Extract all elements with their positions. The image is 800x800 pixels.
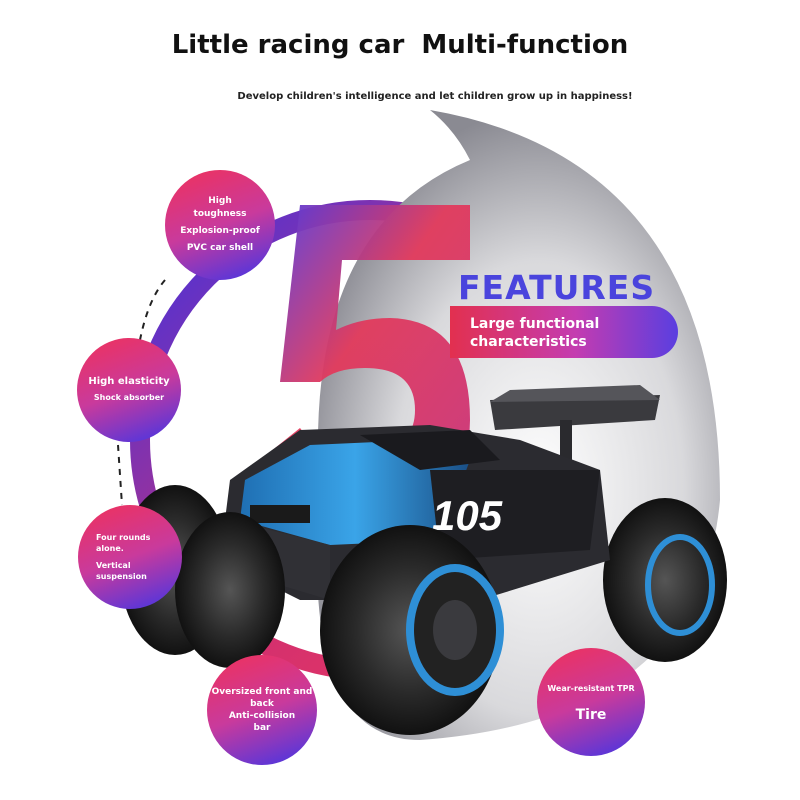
bubble-tire: Wear-resistant TPR Tire: [537, 648, 645, 756]
suspension-line1: Four rounds: [96, 533, 151, 542]
elasticity-line1: High elasticity: [88, 376, 170, 387]
banner-line1: Large functional: [470, 316, 600, 332]
front-left-tire: [175, 512, 285, 668]
suspension-line3: Vertical: [96, 561, 131, 570]
car-spoiler: [490, 385, 660, 460]
page-title: Little racing car Multi-function: [0, 30, 800, 60]
elasticity-line2: Shock absorber: [93, 393, 165, 402]
features-banner-text: Large functional characteristics: [470, 315, 599, 351]
features-banner: [450, 306, 678, 358]
bumper-line1: Oversized front and: [211, 687, 313, 697]
bubble-elasticity: High elasticity Shock absorber: [77, 338, 181, 442]
shell-line2: toughness: [193, 209, 247, 219]
car-body: [220, 425, 610, 600]
bubble-shell: High toughness Explosion-proof PVC car s…: [165, 170, 275, 280]
bumper-line2: back: [250, 699, 274, 709]
tire-line1: Wear-resistant TPR: [547, 684, 635, 693]
dashed-line-top: [139, 279, 166, 341]
suspension-line2: alone.: [96, 544, 124, 553]
bubble-suspension: Four rounds alone. Vertical suspension: [78, 505, 182, 609]
bumper-line4: bar: [253, 723, 271, 733]
banner-line2: characteristics: [470, 334, 587, 350]
page-subtitle: Develop children's intelligence and let …: [237, 91, 633, 102]
bubble-bumper: Oversized front and back Anti-collision …: [207, 655, 317, 765]
title-left: Little racing car: [171, 30, 405, 60]
rear-right-tire: [603, 498, 727, 662]
bumper-line3: Anti-collision: [228, 711, 296, 721]
shell-line4: PVC car shell: [186, 243, 254, 253]
shell-line1: High: [208, 196, 232, 206]
car-number: 105: [432, 492, 503, 539]
features-heading: FEATURES: [458, 268, 656, 307]
dashed-line-mid: [117, 444, 123, 506]
tire-line2: Tire: [575, 707, 607, 723]
suspension-line4: suspension: [96, 572, 147, 581]
title-right: Multi-function: [421, 30, 629, 60]
shell-line3: Explosion-proof: [180, 226, 260, 236]
